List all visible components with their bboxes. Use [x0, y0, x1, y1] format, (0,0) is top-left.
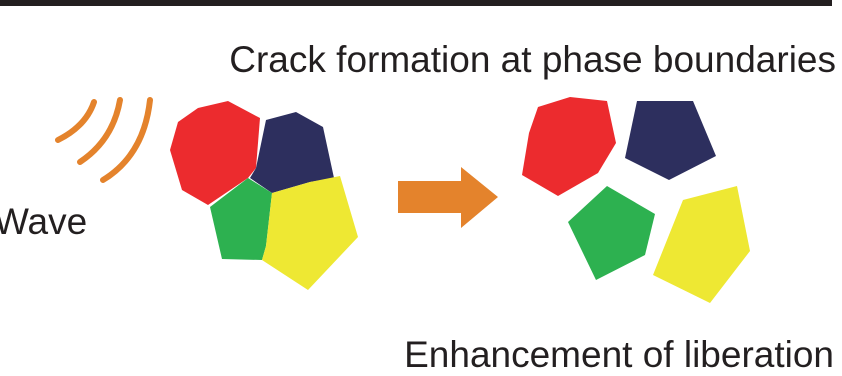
wave-label: Wave — [0, 201, 87, 242]
process-arrow — [398, 167, 498, 228]
yellow-grain-liberated — [653, 186, 750, 303]
red-grain-liberated — [522, 97, 616, 196]
liberated-particles — [522, 97, 750, 303]
wave-arc-inner — [55, 99, 97, 143]
top-rule — [0, 0, 832, 6]
wave-arc-outer — [100, 97, 153, 183]
title-crack-formation: Crack formation at phase boundaries — [229, 39, 836, 80]
green-grain-intact — [210, 178, 272, 260]
green-grain-liberated — [568, 186, 655, 280]
red-grain-intact — [170, 101, 260, 205]
intact-particle — [170, 101, 358, 290]
navy-grain-liberated — [625, 101, 716, 180]
caption-enhancement-of-liberation: Enhancement of liberation — [404, 334, 834, 375]
wave-icon — [55, 97, 153, 183]
wave-arc-middle — [77, 97, 123, 165]
navy-grain-intact — [250, 112, 334, 193]
yellow-grain-intact — [262, 176, 358, 290]
